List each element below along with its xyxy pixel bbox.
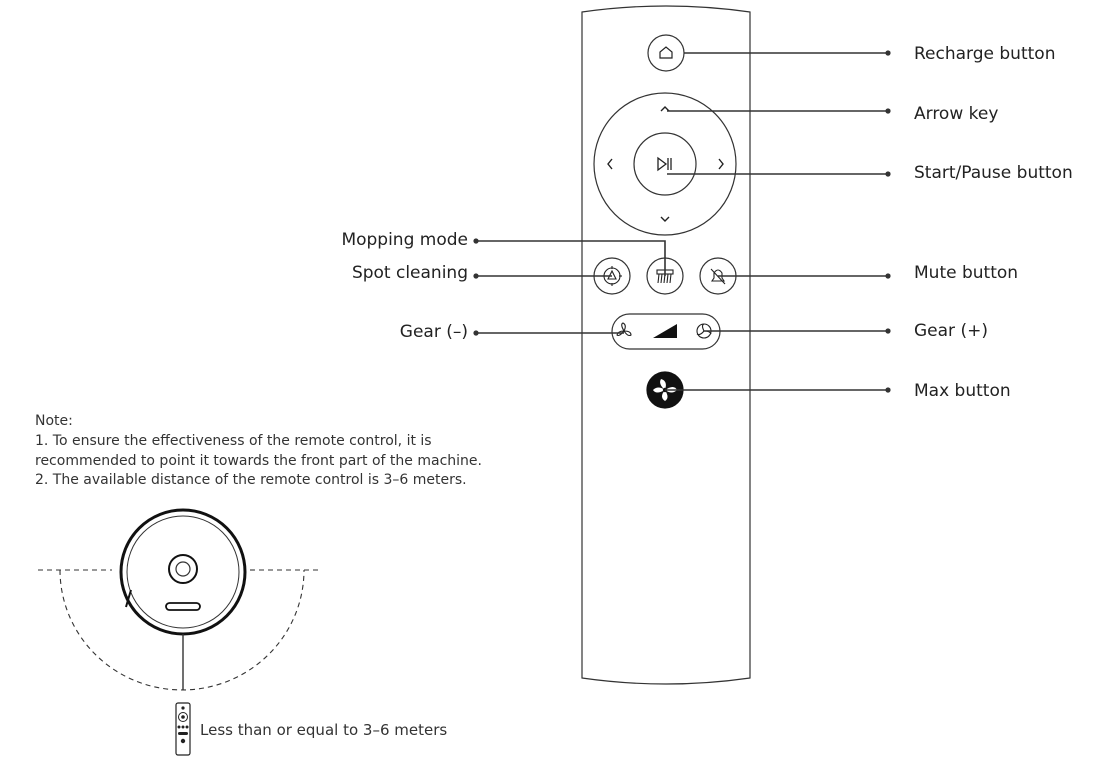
chevron-down-icon[interactable] — [660, 216, 670, 222]
label-gear-minus: Gear (–) — [400, 322, 468, 342]
note-line: 2. The available distance of the remote … — [35, 472, 467, 488]
play-pause-icon — [657, 156, 672, 172]
note-title: Note: — [35, 413, 73, 429]
label-mute-button: Mute button — [914, 263, 1018, 283]
gear-level-indicator — [653, 324, 677, 338]
label-arrow-key: Arrow key — [914, 104, 998, 124]
label-start-pause-button: Start/Pause button — [914, 163, 1073, 183]
range-arc — [38, 569, 322, 691]
home-icon — [659, 46, 673, 59]
callout-lines — [476, 52, 888, 391]
note-line: recommended to point it towards the fron… — [35, 453, 482, 469]
mini-remote-icon — [175, 702, 191, 756]
chevron-up-icon[interactable] — [660, 106, 670, 112]
label-mopping-mode: Mopping mode — [341, 230, 468, 250]
recharge-button[interactable] — [647, 34, 685, 72]
label-gear-plus: Gear (+) — [914, 321, 988, 341]
robot-vacuum — [119, 508, 247, 636]
label-max-button: Max button — [914, 381, 1011, 401]
chevron-left-icon[interactable] — [607, 158, 613, 170]
start-pause-button[interactable] — [633, 132, 697, 196]
note-line: 1. To ensure the effectiveness of the re… — [35, 433, 432, 449]
max-fan-icon — [653, 379, 677, 401]
label-spot-cleaning: Spot cleaning — [352, 263, 468, 283]
label-recharge-button: Recharge button — [914, 44, 1055, 64]
range-label: Less than or equal to 3–6 meters — [200, 721, 447, 739]
callout-dots — [473, 50, 891, 393]
chevron-right-icon[interactable] — [718, 158, 724, 170]
